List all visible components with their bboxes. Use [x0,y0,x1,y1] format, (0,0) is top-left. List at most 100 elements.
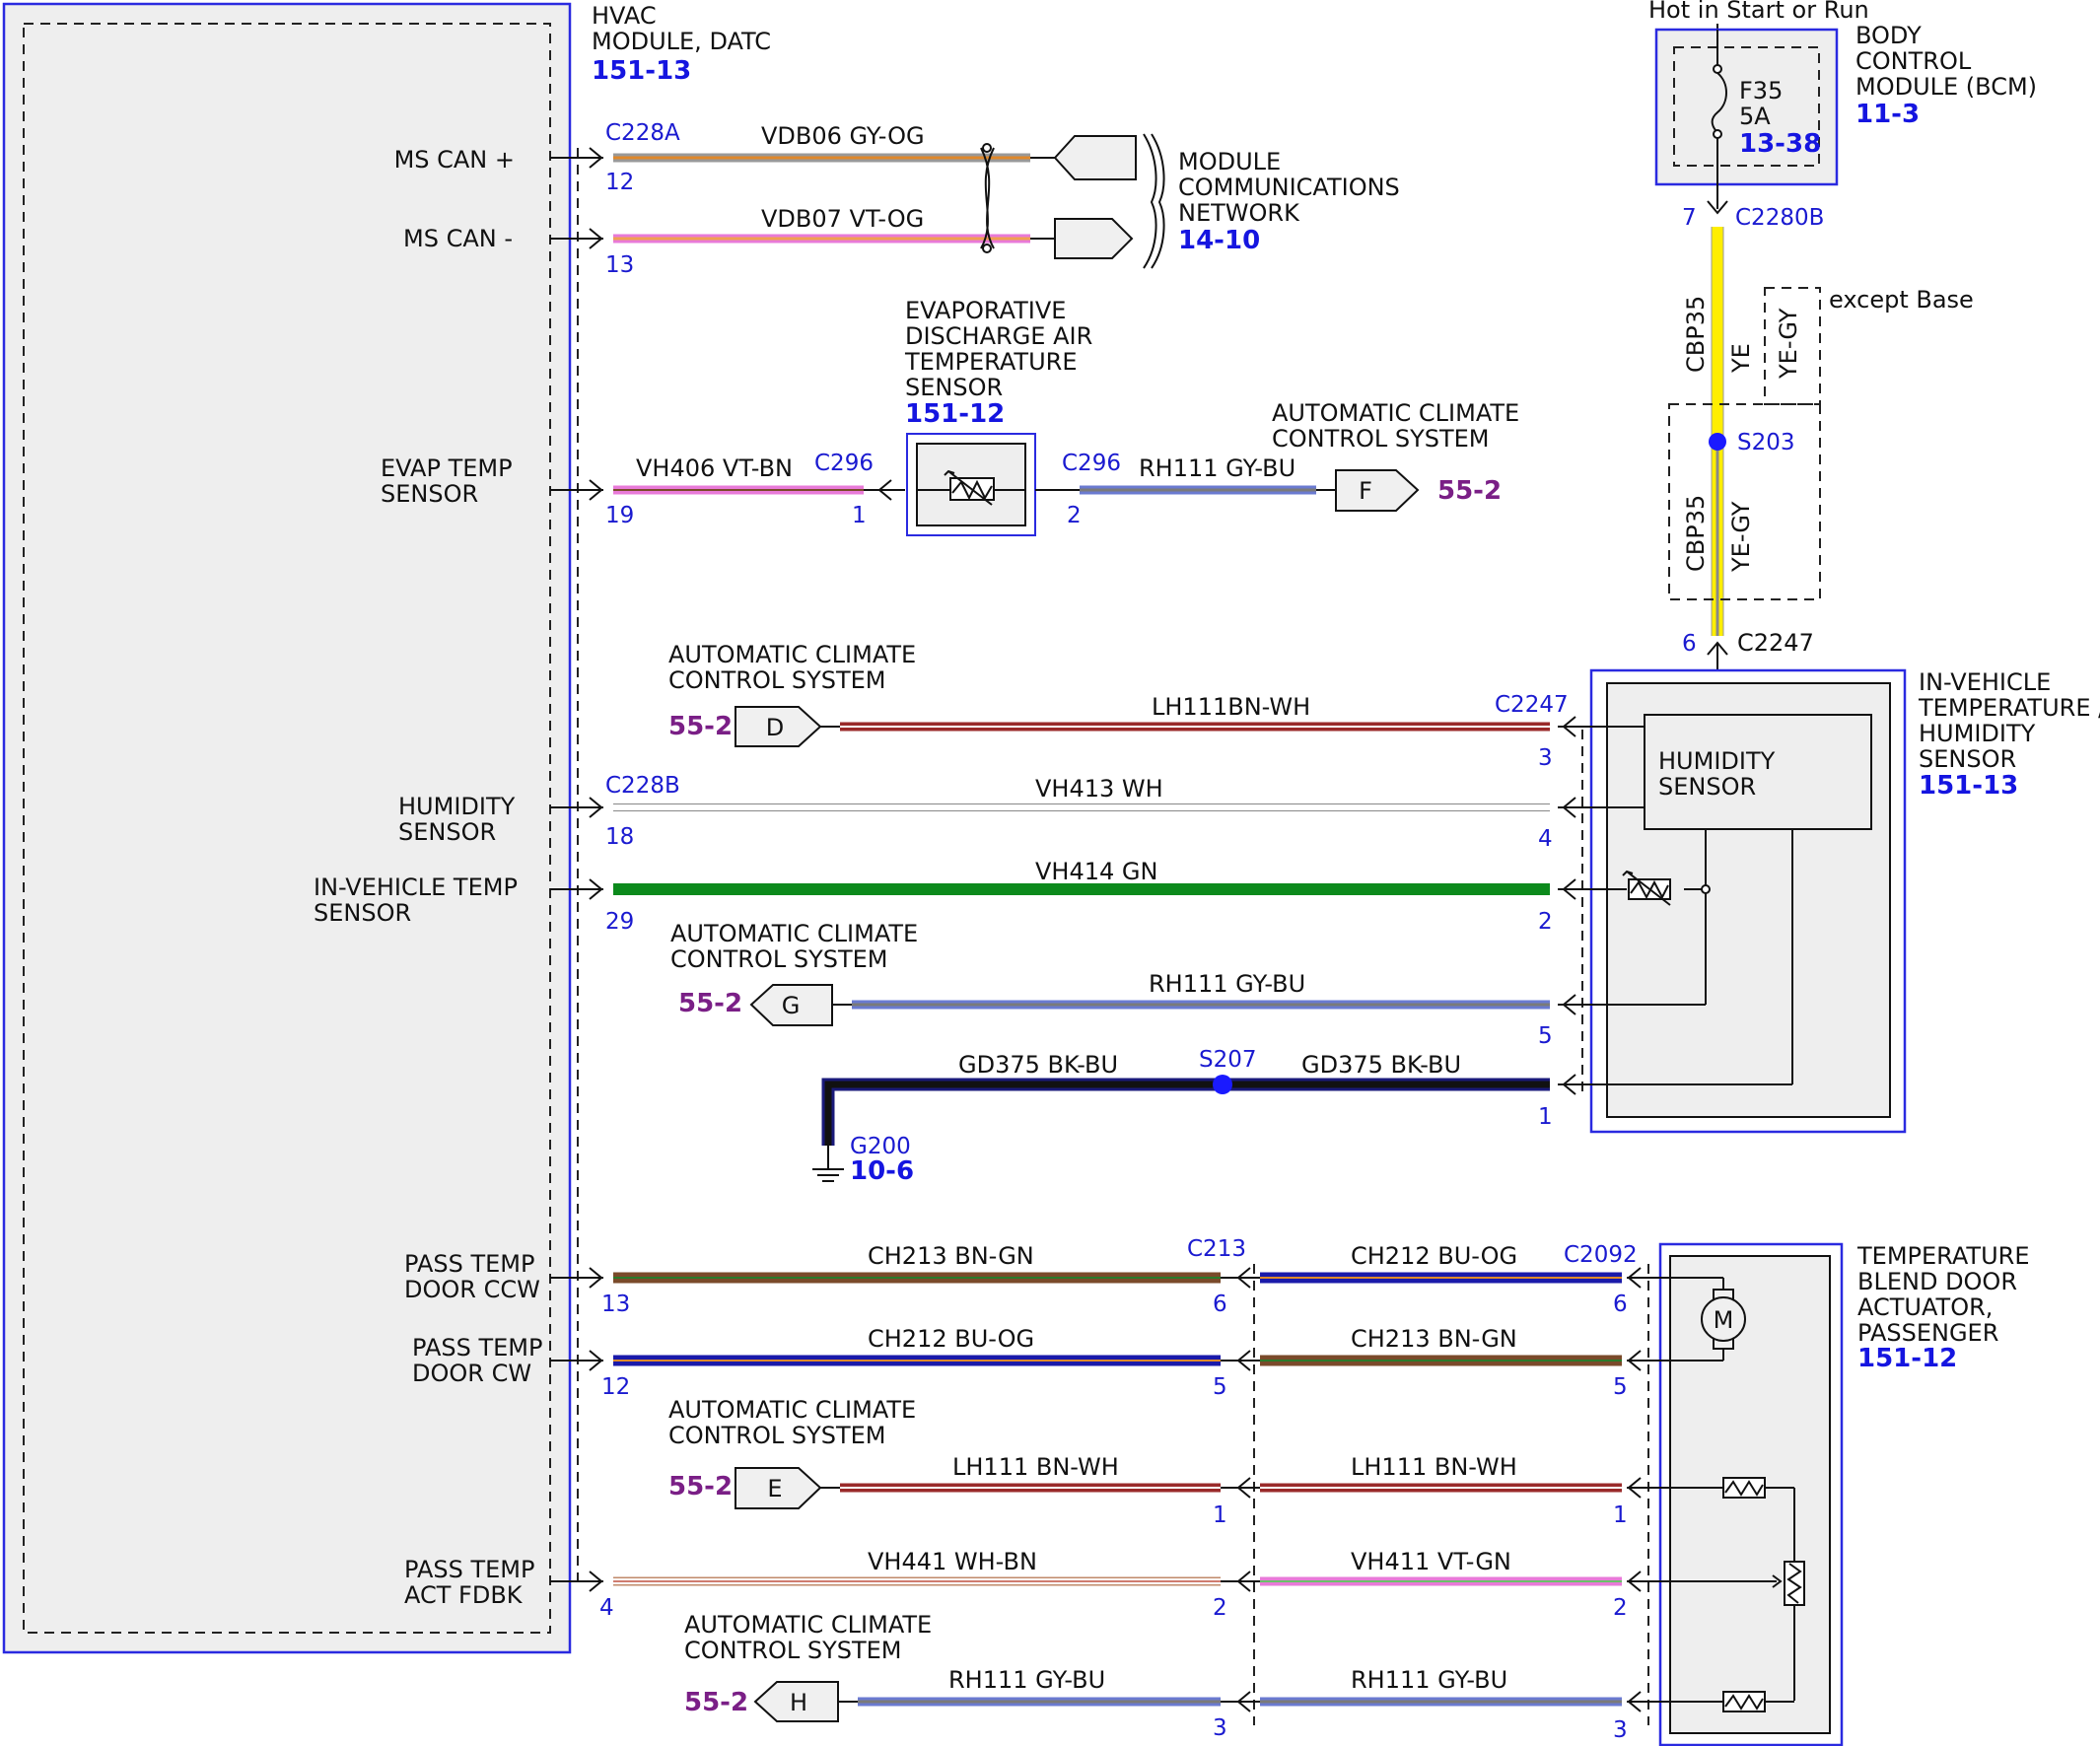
pin-18: 18 [605,824,634,850]
pin-2-c296: 2 [1067,503,1082,528]
pin-ms-can-plus: MS CAN + [394,146,515,174]
pin-29: 29 [605,909,634,935]
wire-vh411-label: VH411 VT-GN [1351,1548,1511,1575]
ground-icon [812,1146,844,1182]
wire-ch212b-label: CH212 BU-OG [1351,1242,1517,1270]
pin-in-vehicle-2: SENSOR [314,899,411,927]
bcm-ref[interactable]: 11-3 [1855,100,1920,129]
wire-yegy-a-label: YE-GY [1775,308,1802,380]
pin-2-c2247: 2 [1538,909,1553,935]
wire-vh441-label: VH441 WH-BN [868,1548,1037,1575]
acc-g-letter: G [782,992,801,1019]
thermistor-icon [1622,870,1671,906]
pin-4-fdbk: 4 [599,1595,614,1621]
twisted-pair-symbol [980,143,995,253]
bcm-title-2: CONTROL [1855,47,1972,75]
actuator-title-3: ACTUATOR, [1857,1293,1993,1321]
evap-title-3: TEMPERATURE [904,348,1078,376]
iv-title-1: IN-VEHICLE [1919,668,2051,696]
iv-ref[interactable]: 151-13 [1919,771,2018,801]
in-vehicle-sensor-box[interactable] [1589,668,1907,1134]
wire-ch213b-label: CH213 BN-GN [1351,1325,1517,1353]
acc-f-letter: F [1359,477,1372,505]
connector-c2247-top[interactable]: C2247 [1737,629,1814,657]
ground-ref[interactable]: 10-6 [850,1156,914,1186]
humidity-box-1: HUMIDITY [1658,747,1776,775]
connector-c2280b[interactable]: C2280B [1735,205,1824,231]
evap-title-1: EVAPORATIVE [905,297,1066,324]
connector-c228b[interactable]: C228B [605,773,680,799]
acc-e-title-1: AUTOMATIC CLIMATE [668,1396,916,1424]
humidity-box-2: SENSOR [1658,773,1756,801]
fuse-ref[interactable]: 13-38 [1739,129,1821,159]
wire-ch213a-label: CH213 BN-GN [868,1242,1034,1270]
connector-c296-left[interactable]: C296 [814,451,874,476]
acc-f-connector[interactable] [1335,469,1420,512]
pin-7: 7 [1682,205,1697,231]
wire-gd375[interactable] [821,1078,1550,1146]
wire-vdb07-label: VDB07 VT-OG [761,205,924,233]
connector-c2092[interactable]: C2092 [1564,1242,1638,1268]
evap-ref[interactable]: 151-12 [905,399,1005,429]
svg-text:M: M [1714,1306,1734,1334]
connector-c228a[interactable]: C228A [605,120,680,146]
acc-f-ref[interactable]: 55-2 [1437,476,1502,506]
acc-h-title-1: AUTOMATIC CLIMATE [684,1611,932,1639]
except-base-label: except Base [1829,286,1974,314]
wire-lh111a-label: LH111BN-WH [1152,693,1310,721]
wire-rh111c-label: RH111 GY-BU [948,1666,1105,1694]
thermistor-icon [944,469,995,506]
pin-3-c2092: 3 [1613,1717,1628,1743]
pin-6-c2092: 6 [1613,1292,1628,1317]
actuator-ref[interactable]: 151-12 [1857,1344,1957,1373]
network-ref[interactable]: 14-10 [1178,226,1260,255]
actuator-title-1: TEMPERATURE [1856,1242,2030,1270]
acc-e-letter: E [767,1475,782,1502]
pin-pass-ccw-1: PASS TEMP [404,1250,534,1278]
connector-c2247[interactable]: C2247 [1495,692,1569,718]
pin-6-c213: 6 [1213,1292,1227,1317]
bcm-title-1: BODY [1855,22,1922,49]
pin-2-c2092: 2 [1613,1595,1628,1621]
wire-yegy-b-label: YE-GY [1727,501,1755,573]
except-base-box [1668,287,1821,600]
acc-d-letter: D [766,714,784,741]
wire-vh414-label: VH414 GN [1035,858,1157,885]
pin-12-can: 12 [605,170,634,195]
splice-s207[interactable] [1213,1075,1232,1094]
acc-d-title-2: CONTROL SYSTEM [668,666,886,694]
pin-13-can: 13 [605,252,634,278]
pin-humidity-1: HUMIDITY [398,793,516,820]
acc-e-ref[interactable]: 55-2 [668,1472,733,1502]
acc-d-ref[interactable]: 55-2 [668,712,733,741]
connector-c213[interactable]: C213 [1187,1236,1246,1262]
hvac-title-2: MODULE, DATC [592,28,771,55]
acc-h-letter: H [790,1689,807,1716]
wire-vdb06-label: VDB06 GY-OG [761,122,925,150]
acc-h-ref[interactable]: 55-2 [684,1688,748,1717]
c213-chevrons [1221,1267,1260,1712]
pin-evap-temp-1: EVAP TEMP [381,454,513,482]
resistor-icon [1722,1477,1766,1712]
pin-13-ccw: 13 [601,1292,630,1317]
wire-rh111d-label: RH111 GY-BU [1351,1666,1507,1694]
module-stubs [550,147,603,1592]
connector-c296-right[interactable]: C296 [1062,451,1121,476]
fuse-icon [1711,30,1727,209]
hvac-module[interactable] [2,2,572,1654]
splice-s203[interactable] [1709,433,1726,451]
pin-humidity-2: SENSOR [398,818,496,846]
bcm-box[interactable] [1654,28,1839,186]
actuator-title-4: PASSENGER [1857,1319,1998,1347]
hvac-ref[interactable]: 151-13 [592,56,691,86]
pin-pass-fdbk-2: ACT FDBK [404,1581,524,1609]
network-connector-shapes [1030,135,1137,259]
hvac-title-1: HVAC [592,2,657,30]
acc-g-ref[interactable]: 55-2 [678,989,742,1018]
pin-1-c2092: 1 [1613,1502,1628,1528]
acc-d-connector[interactable] [735,706,822,747]
acc-e-connector[interactable] [735,1467,822,1509]
wire-cbp35b-label: CBP35 [1682,495,1710,572]
acc-f-title-2: CONTROL SYSTEM [1272,425,1490,453]
pin-3-c213: 3 [1213,1715,1227,1741]
